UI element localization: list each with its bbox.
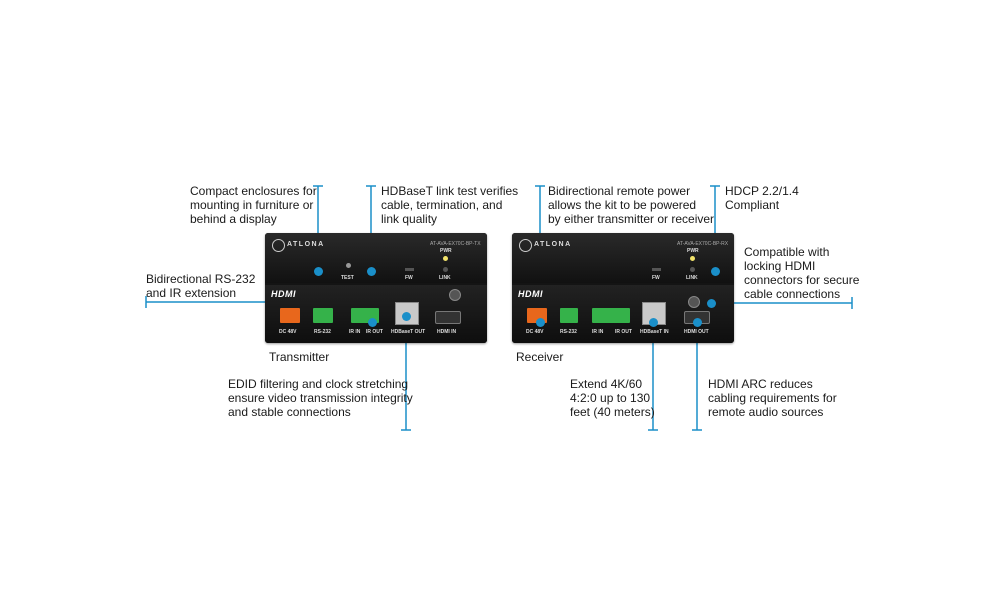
callout-remote-power: Bidirectional remote power allows the ki… [548, 184, 715, 226]
transmitter-hdmi-logo: HDMI [271, 289, 296, 299]
receiver-front-panel: ATLONA AT-AVA-EX70C-BP-RX FW PWR LINK [512, 233, 734, 283]
transmitter-unit: ATLONA AT-AVA-EX70C-BP-TX TEST FW PWR LI… [265, 233, 487, 343]
pwr-label: PWR [687, 248, 699, 254]
hdbaset-in-label: HDBaseT IN [640, 329, 669, 335]
link-led [690, 267, 695, 272]
dot-extend [649, 318, 658, 327]
callout-hdcp: HDCP 2.2/1.4 Compliant [725, 184, 799, 212]
ir-terminal [592, 308, 630, 323]
callout-hdmi-arc: HDMI ARC reduces cabling requirements fo… [708, 377, 837, 419]
pwr-led [690, 256, 695, 261]
callout-edid: EDID filtering and clock stretching ensu… [228, 377, 413, 419]
receiver-hdmi-logo: HDMI [518, 289, 543, 299]
callout-locking-hdmi: Compatible with locking HDMI connectors … [744, 245, 860, 301]
fw-port [652, 268, 661, 271]
fw-port [405, 268, 414, 271]
callout-compact-enclosures: Compact enclosures for mounting in furni… [190, 184, 317, 226]
test-button [346, 263, 351, 268]
dot-rs232-ir [368, 318, 377, 327]
dot-remote-power [536, 318, 545, 327]
receiver-unit: ATLONA AT-AVA-EX70C-BP-RX FW PWR LINK HD… [512, 233, 734, 343]
transmitter-rear-panel: HDMI DC 48V RS-232 IR IN IR OUT HDBaseT … [265, 285, 487, 343]
atlona-logo-icon [519, 239, 532, 252]
hdmi-out-label: HDMI OUT [684, 329, 709, 335]
transmitter-front-panel: ATLONA AT-AVA-EX70C-BP-TX TEST FW PWR LI… [265, 233, 487, 283]
rs232-label: RS-232 [560, 329, 577, 335]
link-led [443, 267, 448, 272]
hdmi-in-label: HDMI IN [437, 329, 457, 335]
ir-in-label: IR IN [349, 329, 361, 335]
fw-label: FW [652, 275, 660, 281]
hdbaset-out-label: HDBaseT OUT [391, 329, 426, 335]
pwr-led [443, 256, 448, 261]
ir-out-label: IR OUT [366, 329, 383, 335]
hdmi-in-port [435, 311, 461, 324]
hdmi-lock-screw [449, 289, 461, 301]
dot-hdmi-arc [693, 318, 702, 327]
callout-link-test: HDBaseT link test verifies cable, termin… [381, 184, 519, 226]
rs232-terminal [560, 308, 578, 323]
receiver-rear-panel: HDMI DC 48V RS-232 IR IN IR OUT HDBaseT … [512, 285, 734, 343]
dc-label: DC 48V [526, 329, 544, 335]
atlona-logo-icon [272, 239, 285, 252]
callout-extend: Extend 4K/60 4:2:0 up to 130 feet (40 me… [570, 377, 655, 419]
dot-hdcp [711, 267, 720, 276]
dot-locking-hdmi [707, 299, 716, 308]
test-label: TEST [341, 275, 354, 281]
transmitter-model: AT-AVA-EX70C-BP-TX [430, 241, 481, 247]
pwr-label: PWR [440, 248, 452, 254]
caption-transmitter: Transmitter [269, 350, 330, 364]
ir-out-label: IR OUT [615, 329, 632, 335]
hdmi-lock-screw [688, 296, 700, 308]
fw-label: FW [405, 275, 413, 281]
caption-receiver: Receiver [516, 350, 564, 364]
dot-compact [314, 267, 323, 276]
rs232-terminal [313, 308, 333, 323]
receiver-model: AT-AVA-EX70C-BP-RX [677, 241, 729, 247]
link-label: LINK [686, 275, 698, 281]
dot-edid [402, 312, 411, 321]
callout-rs232-ir: Bidirectional RS-232 and IR extension [146, 272, 256, 300]
receiver-brand: ATLONA [534, 241, 572, 248]
dc-power-connector [280, 308, 300, 323]
dot-link-test [367, 267, 376, 276]
rs232-label: RS-232 [314, 329, 331, 335]
transmitter-brand: ATLONA [287, 241, 325, 248]
dc-label: DC 48V [279, 329, 297, 335]
link-label: LINK [439, 275, 451, 281]
ir-in-label: IR IN [592, 329, 604, 335]
